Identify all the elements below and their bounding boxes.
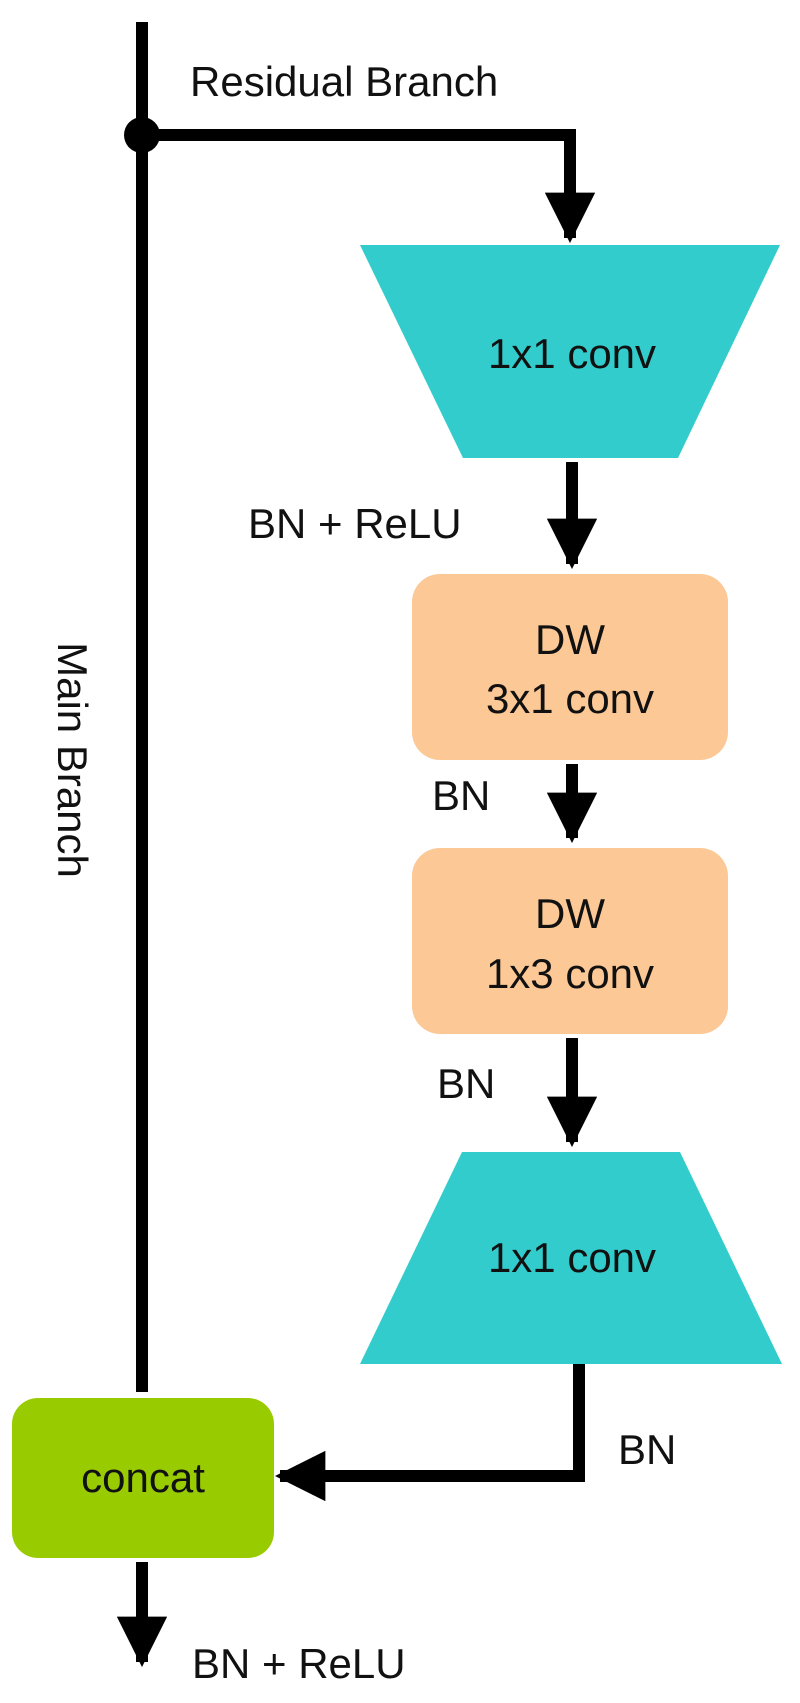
- residual-branch-connector: [142, 129, 596, 244]
- bn-label-1: BN: [432, 772, 490, 819]
- conv2-label: 1x1 conv: [488, 1234, 656, 1281]
- dw-3x1-block: [412, 574, 728, 760]
- arrow-conv2-to-concat: [274, 1364, 585, 1502]
- dw-1x3-label-line1: DW: [535, 890, 605, 937]
- residual-branch-label: Residual Branch: [190, 58, 498, 105]
- dw-1x3-label-line2: 1x3 conv: [486, 950, 654, 997]
- bn-relu-label-1: BN + ReLU: [248, 500, 462, 547]
- bn-label-3: BN: [618, 1426, 676, 1473]
- dw-1x3-block: [412, 848, 728, 1034]
- conv1-block: [360, 245, 780, 458]
- main-branch-label: Main Branch: [49, 642, 96, 878]
- dw-3x1-label-line2: 3x1 conv: [486, 675, 654, 722]
- concat-label: concat: [81, 1454, 205, 1501]
- concat-block: [12, 1398, 274, 1558]
- dw-3x1-label-line1: DW: [535, 616, 605, 663]
- bn-relu-label-output: BN + ReLU: [192, 1640, 406, 1687]
- bn-label-2: BN: [437, 1060, 495, 1107]
- conv2-block: [360, 1152, 782, 1364]
- conv1-label: 1x1 conv: [488, 330, 656, 377]
